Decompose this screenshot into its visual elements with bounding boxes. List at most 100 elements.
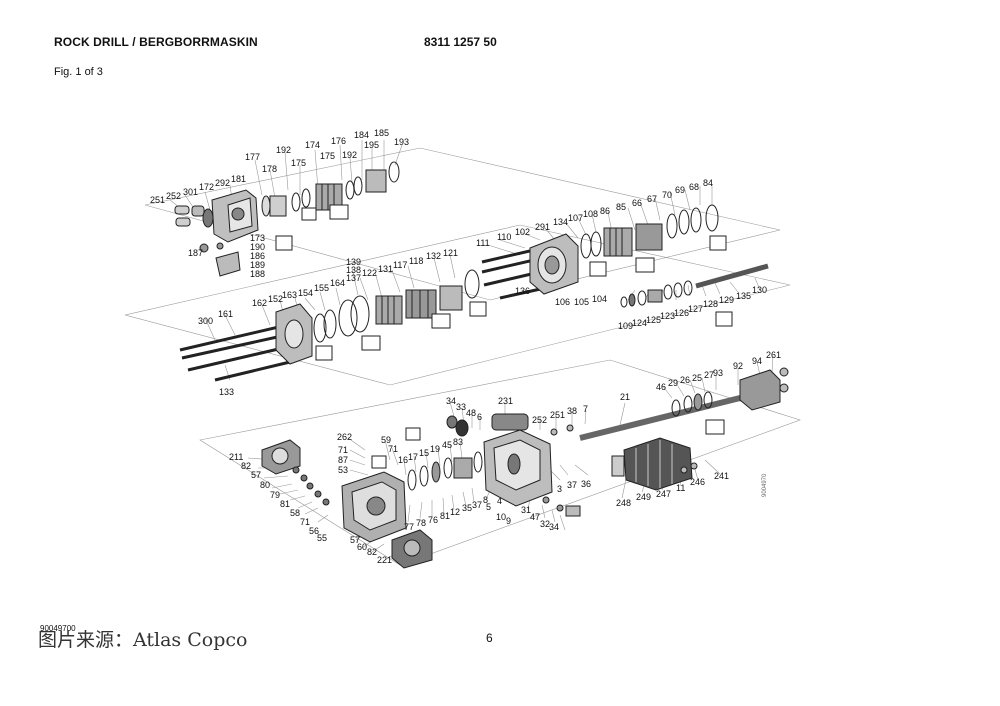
document-title: ROCK DRILL / BERGBORRMASKIN [54,35,258,49]
callout: 221 [377,555,392,565]
callout: 87 [338,455,348,465]
callout: 69 [675,185,685,195]
callout: 104 [592,294,607,304]
callout: 176 [331,136,346,146]
callout: 301 [183,187,198,197]
page-number: 6 [486,631,493,645]
callout: 108 [583,209,598,219]
callout: 106 [555,297,570,307]
callout: 19 [430,444,440,454]
callout: 10 [496,512,506,522]
callout: 131 [378,264,393,274]
callout: 192 [276,145,291,155]
source-watermark: 图片来源：Atlas Copco [38,629,248,651]
callout: 184 [354,130,369,140]
callout: 121 [443,248,458,258]
callout: 192 [342,150,357,160]
callout: 105 [574,297,589,307]
callout: 300 [198,316,213,326]
callout: 17 [408,452,418,462]
callout: 188 [250,269,265,279]
callout: 38 [567,406,577,416]
callout: 252 [166,191,181,201]
callout: 84 [703,178,713,188]
callout: 60 [357,542,367,552]
callout: 34 [549,522,559,532]
callout: 3 [557,484,562,494]
callout: 27 [704,370,714,380]
callout: 107 [568,213,583,223]
callout: 21 [620,392,630,402]
callout: 66 [632,198,642,208]
part-number: 8311 1257 50 [424,35,497,49]
callout: 59 [381,435,391,445]
callout: 78 [416,518,426,528]
callout: 181 [231,174,246,184]
callout: 86 [600,206,610,216]
callout: 163 [282,290,297,300]
callout: 193 [394,137,409,147]
callout: 85 [616,202,626,212]
callout: 33 [456,402,466,412]
callout: 48 [466,408,476,418]
callout: 71 [300,517,310,527]
callout: 136 [515,286,530,296]
callout: 82 [241,461,251,471]
callout: 34 [446,396,456,406]
callout: 53 [338,465,348,475]
callout: 132 [426,251,441,261]
figure-label: Fig. 1 of 3 [54,66,103,78]
callout: 138 [346,265,361,275]
callout: 32 [540,519,550,529]
callout: 247 [656,489,671,499]
callout: 76 [428,515,438,525]
callout: 37 [472,500,482,510]
callout: 55 [317,533,327,543]
callout: 175 [291,158,306,168]
callout: 57 [350,535,360,545]
callout: 45 [442,440,452,450]
callout: 102 [515,227,530,237]
callout: 134 [553,217,568,227]
callout: 117 [393,260,407,270]
callout: 123 [660,311,675,321]
callout: 261 [766,350,781,360]
callout: 9 [506,516,511,526]
callout: 262 [337,432,352,442]
callout: 128 [703,299,718,309]
callout: 11 [676,483,685,493]
callout: 125 [646,315,661,325]
callout: 6 [477,412,482,422]
callout: 246 [690,477,705,487]
callout: 155 [314,283,329,293]
callout: 82 [367,547,377,557]
callout: 81 [440,511,450,521]
callout: 47 [530,512,540,522]
callout: 122 [362,268,377,278]
callout: 162 [252,298,267,308]
callout: 190 [250,242,265,252]
callout-numbers: 177 178 192 175 174 176 175 192 184 195 … [150,128,781,565]
callout: 137 [346,273,361,283]
callout: 139 [346,257,361,267]
callout: 58 [290,508,300,518]
callout: 175 [320,151,335,161]
callout: 26 [680,375,690,385]
callout: 130 [752,285,767,295]
callout: 35 [462,503,472,513]
callout: 292 [215,178,230,188]
callout: 187 [188,248,203,258]
callout: 57 [251,470,261,480]
callout: 111 [476,238,490,248]
callout: 126 [674,308,689,318]
callout: 29 [668,378,678,388]
callout: 110 [497,232,511,242]
callout: 94 [752,356,762,366]
callout: 177 [245,152,260,162]
callout: 81 [280,499,290,509]
callout: 124 [632,318,647,328]
callout: 77 [404,522,414,532]
callout: 118 [409,256,423,266]
callout: 31 [521,505,531,515]
